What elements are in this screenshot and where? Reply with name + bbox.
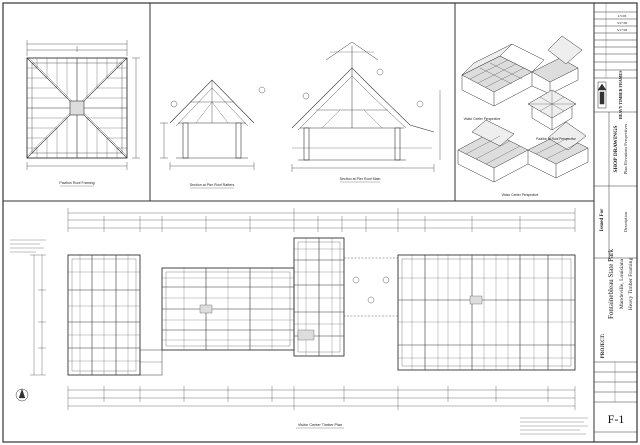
issued-for-value: SHOP DRAWINGS [613, 125, 619, 172]
pavilion-roof-plan-caption: Pavilion Roof Framing [59, 181, 94, 185]
description-value: Plan Elevations Perspectives [623, 123, 628, 174]
roof-section-caption-1: Section at Pier Roof Rafters [190, 183, 235, 187]
visitor-center-timber-plan [10, 208, 588, 435]
perspectives-panel [457, 35, 589, 183]
title-block [594, 3, 637, 433]
sheet-number: F-1 [608, 412, 625, 426]
perspective-3-caption: Visitor Center Perspective [502, 193, 539, 197]
description-label: Description [623, 211, 628, 232]
revision-date-3: 5/17/06 [617, 28, 628, 32]
revision-date-2: 3/27/06 [617, 21, 628, 25]
revision-date-1: 2/5/06 [618, 14, 627, 18]
project-label: PROJECT: [601, 333, 606, 358]
project-location: Mandeville, Louisiana [619, 258, 625, 309]
roof-section-caption-2: Section at Pier Roof Main [340, 177, 381, 181]
project-scope: Heavy Timber Framing [628, 258, 634, 311]
pavilion-roof-framing-plan [26, 40, 140, 170]
project-name: Fontainebleau State Park [607, 249, 615, 319]
floor-plan-caption: Visitor Center Timber Plan [298, 423, 342, 427]
firm-name: HEAVY TIMBER FRAMES [618, 70, 623, 120]
issued-for-label: Issued For [600, 208, 605, 231]
perspective-1-caption: Visitor Center Perspective [464, 117, 501, 121]
perspective-2-caption: Pavilion at Roof Perspective [536, 137, 576, 141]
roof-sections-panel [160, 41, 441, 172]
